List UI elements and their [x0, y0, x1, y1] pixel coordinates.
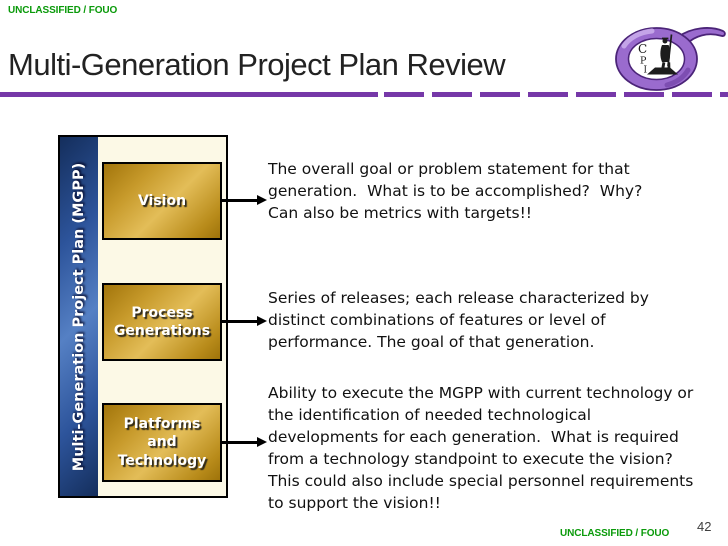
title-rule-solid	[0, 92, 378, 97]
cpi-sigma-logo: C P I	[612, 26, 728, 92]
process-generations-description: Series of releases; each release charact…	[268, 289, 649, 351]
logo-letter-p: P	[640, 56, 647, 67]
classification-banner-top: UNCLASSIFIED / FOUO	[8, 5, 118, 16]
process-generations-arrow	[222, 320, 257, 323]
mgpp-side-bar: Multi-Generation Project Plan (MGPP)	[60, 137, 98, 496]
platforms-technology-arrow	[222, 441, 257, 444]
vision-box: Vision	[102, 162, 222, 240]
logo-letter-i: I	[644, 66, 648, 76]
platforms-technology-box: Platforms and Technology	[102, 403, 222, 482]
mgpp-diagram: Multi-Generation Project Plan (MGPP) Vis…	[58, 135, 228, 498]
slide-title: Multi-Generation Project Plan Review	[8, 47, 506, 82]
page-number: 42	[697, 519, 712, 534]
vision-description: The overall goal or problem statement fo…	[268, 160, 643, 222]
sigma-icon: C P I	[615, 27, 726, 91]
vision-arrow	[222, 199, 257, 202]
minuteman-icon	[647, 34, 678, 75]
process-generations-box: Process Generations	[102, 283, 222, 361]
title-rule-dashed	[384, 92, 728, 97]
mgpp-side-label: Multi-Generation Project Plan (MGPP)	[71, 162, 87, 471]
platforms-technology-description: Ability to execute the MGPP with current…	[268, 384, 694, 512]
classification-banner-bottom: UNCLASSIFIED / FOUO	[560, 528, 670, 539]
logo-letter-c: C	[638, 42, 647, 56]
